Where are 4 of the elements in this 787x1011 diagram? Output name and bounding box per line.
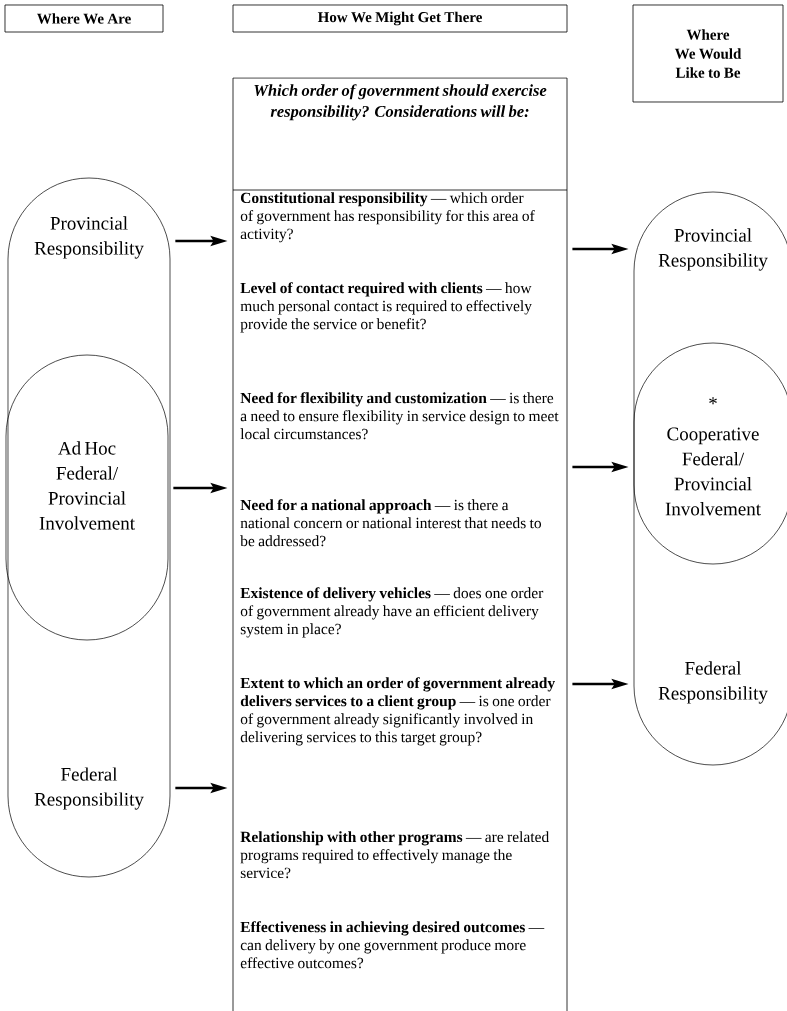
header-box: Where We Are <box>4 4 164 33</box>
header-box: How We Might Get There <box>232 4 568 33</box>
header-box: Where We Would Like to Be <box>632 4 784 103</box>
considerations-box: Which order of government should exercise responsibility? Considerations will be: Constitutional responsibility — which order of government has responsibility for this area of activity? Level of contact required with clients — how much personal contact is required to effectively provide the service or benefit? Need for flexibility and customization — is there a need to ensure flexibility in service design to meet local circumstances? Need for a national approach — is there a national concern or national interest that needs to be addressed? Existence of delivery vehicles — does one order of government already have an efficient delivery system in place? Extent to which an order of government already delivers services to a client group — is one order of government already significantly involved in delivering services to this target group? Relationship with other programs — are related programs required to effectively manage the service? Effectiveness in achieving desired outcomes — can delivery by one government produce more effective outcomes? <box>232 77 568 1011</box>
